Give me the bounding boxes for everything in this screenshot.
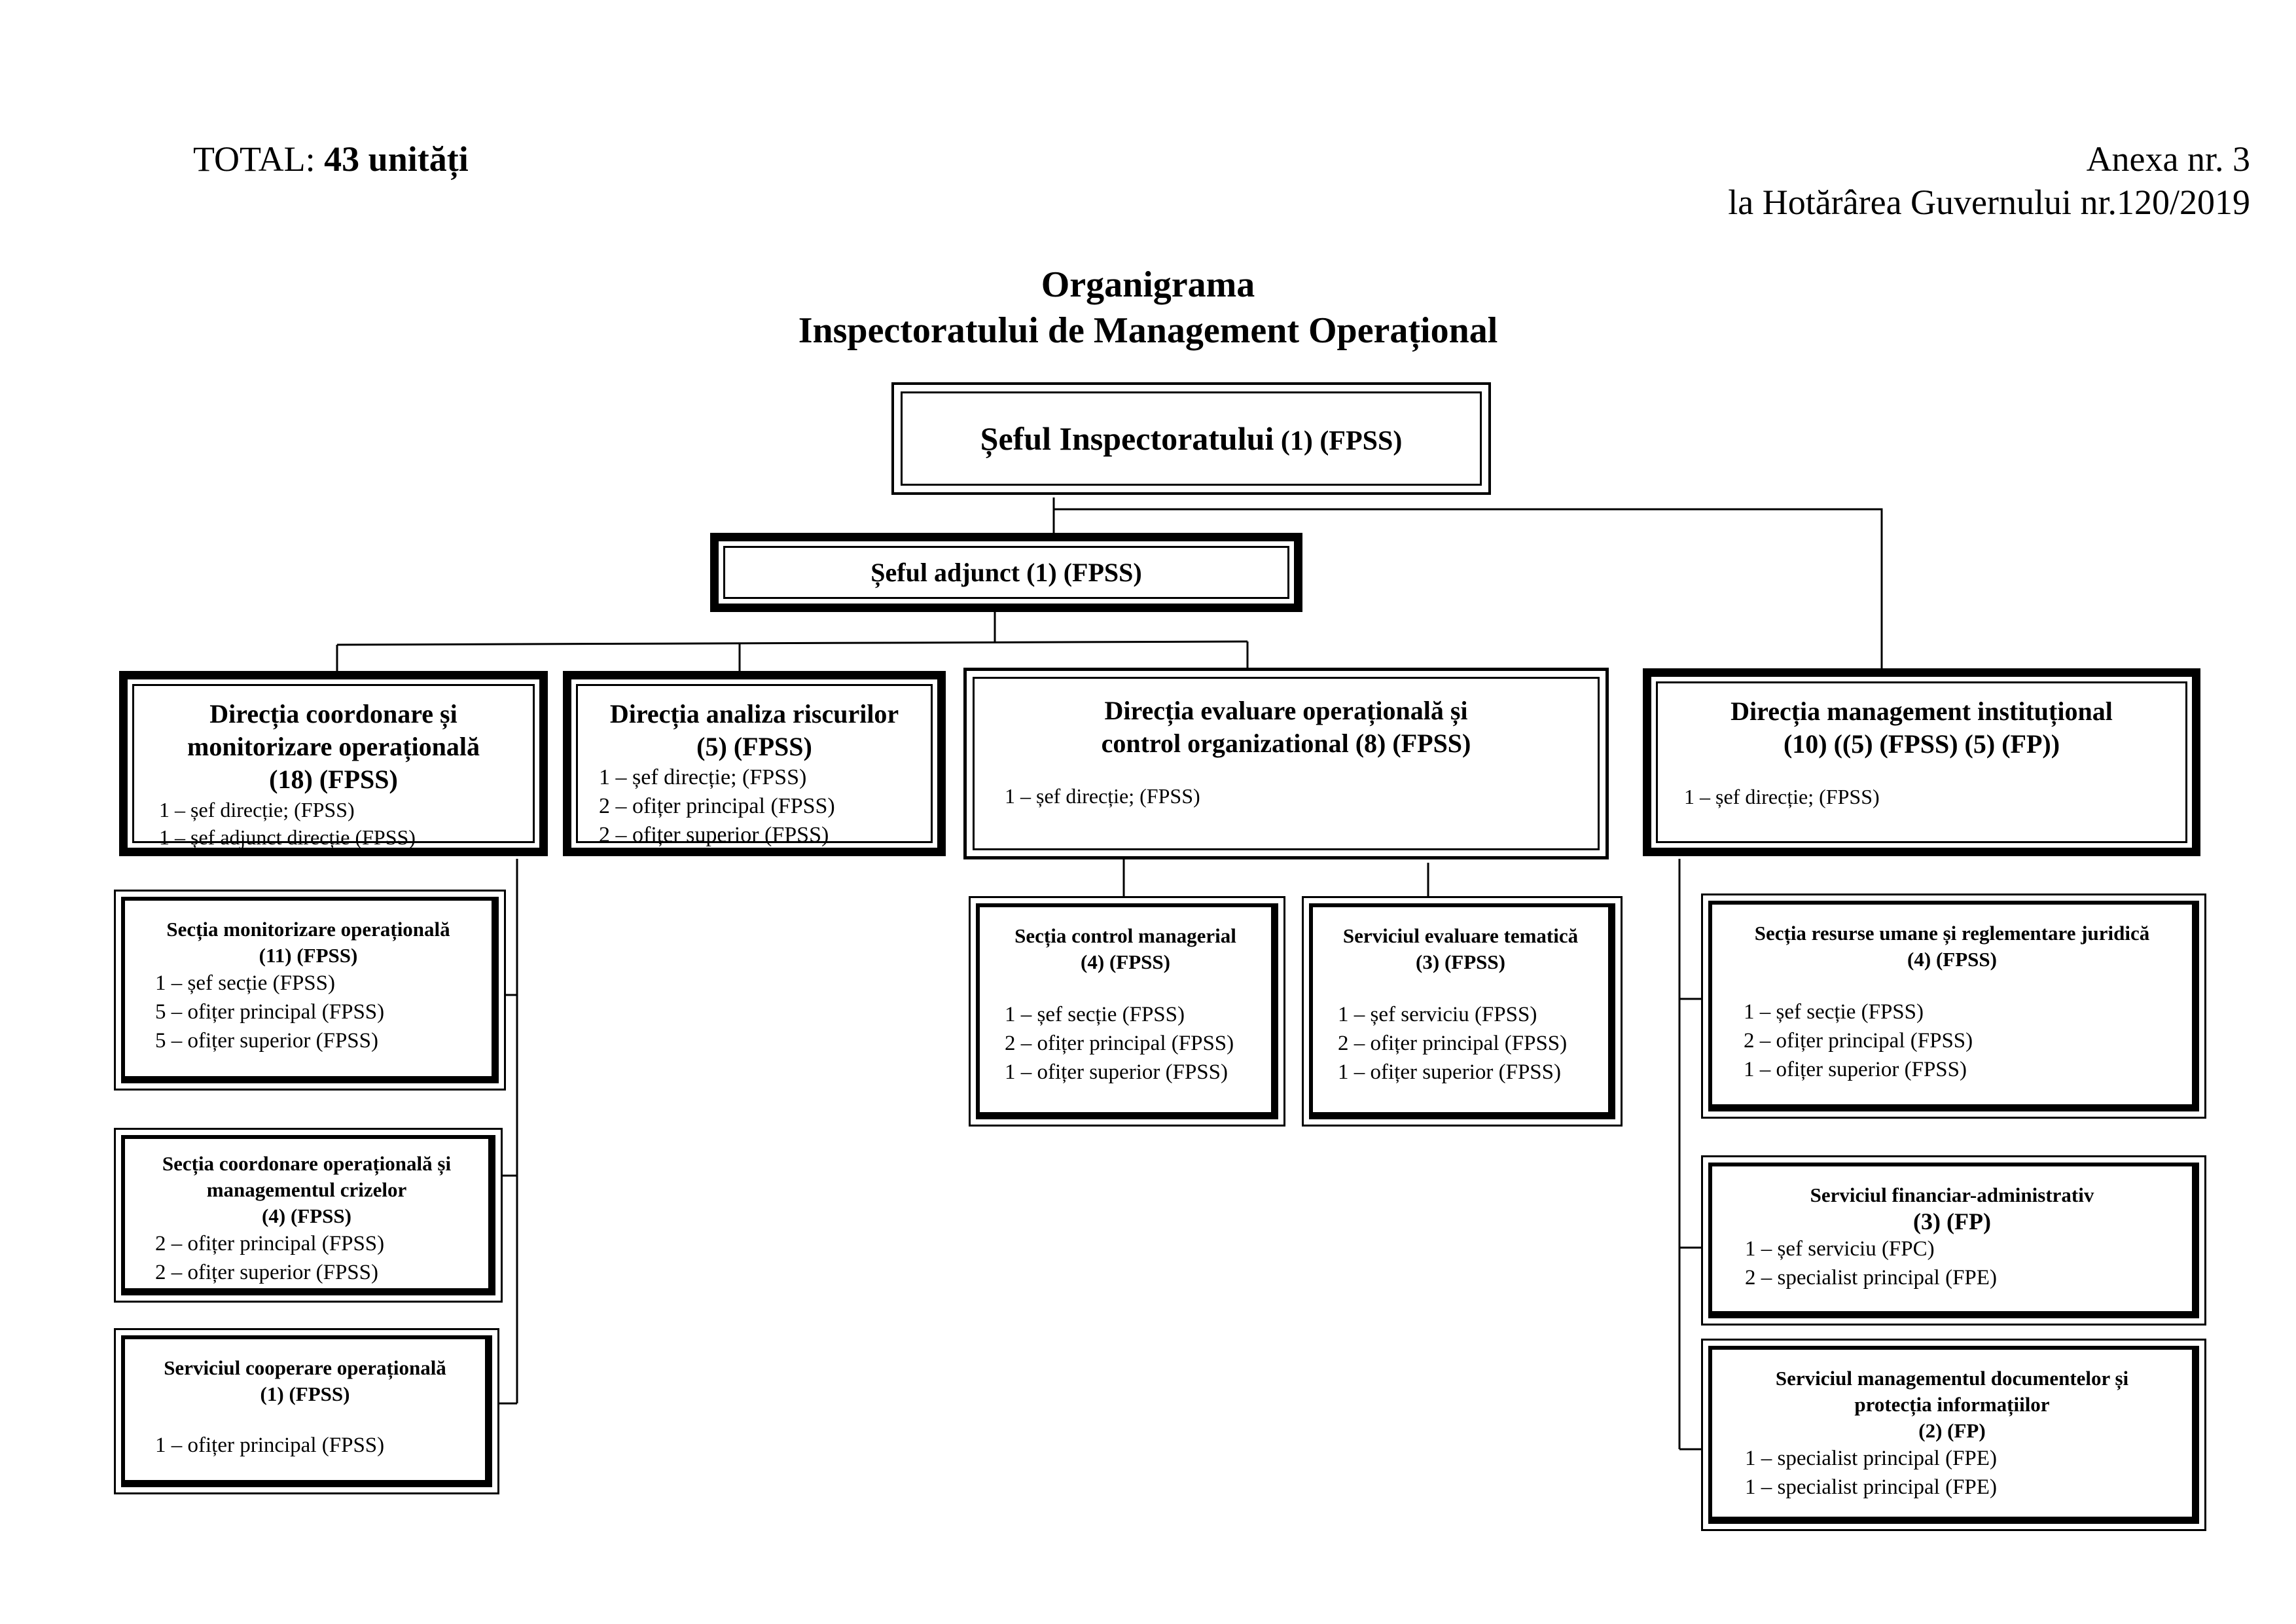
total-label: TOTAL: 43 unități — [193, 137, 469, 181]
section-title-line: Serviciul managementul documentelor și — [1775, 1367, 2129, 1390]
staff-line: 2 – ofițer principal (FPSS) — [599, 794, 835, 818]
service-evaluare-tematica: Serviciul evaluare tematică (3) (FPSS) 1… — [1309, 903, 1615, 1119]
directorate-title-line: control organizational (8) (FPSS) — [1101, 729, 1471, 758]
section-coordonare-operationala: Secția coordonare operațională și manage… — [121, 1135, 495, 1295]
connector-directorate-bus — [336, 640, 1248, 646]
section-title-line: (4) (FPSS) — [1081, 950, 1170, 973]
directorate-evaluare-control: Direcția evaluare operațională și contro… — [973, 677, 1600, 850]
section-title-line: Secția control managerial — [1014, 924, 1236, 947]
chief-title: Șeful Inspectoratului — [980, 420, 1274, 457]
directorate-title-line: Direcția analiza riscurilor — [609, 699, 899, 729]
annex-label: Anexa nr. 3 la Hotărârea Guvernului nr.1… — [1728, 137, 2250, 224]
section-title-line: (4) (FPSS) — [1907, 948, 1997, 971]
staff-line: 1 – specialist principal (FPE) — [1745, 1447, 1997, 1470]
directorate-coordonare-monitorizare: Direcția coordonare și monitorizare oper… — [119, 671, 548, 856]
section-title-line: (3) (FP) — [1913, 1208, 1991, 1235]
staff-line: 1 – șef secție (FPSS) — [1005, 1003, 1185, 1026]
service-managementul-documentelor: Serviciul managementul documentelor și p… — [1708, 1346, 2199, 1524]
section-title-line: Serviciul evaluare tematică — [1342, 924, 1579, 947]
section-title-line: Secția resurse umane și reglementare jur… — [1754, 922, 2150, 945]
staff-line: 1 – șef secție (FPSS) — [155, 971, 335, 995]
staff-line: 1 – ofițer principal (FPSS) — [155, 1434, 385, 1457]
total-value: 43 unități — [324, 139, 469, 179]
staff-line: 2 – ofițer principal (FPSS) — [155, 1232, 385, 1255]
directorate-title-line: (5) (FPSS) — [696, 732, 812, 761]
directorate-title-line: monitorizare operațională — [187, 732, 480, 761]
staff-line: 5 – ofițer superior (FPSS) — [155, 1029, 378, 1053]
staff-line: 2 – ofițer principal (FPSS) — [1744, 1029, 1973, 1053]
directorate-title-line: Direcția evaluare operațională și — [1104, 696, 1468, 725]
staff-line: 2 – ofițer superior (FPSS) — [155, 1261, 378, 1284]
total-prefix: TOTAL: — [193, 139, 325, 179]
service-financiar-administrativ: Serviciul financiar-administrativ (3) (F… — [1708, 1163, 2199, 1318]
staff-line: 1 – ofițer superior (FPSS) — [1005, 1060, 1228, 1084]
chart-title-line1: Organigrama — [1041, 264, 1255, 305]
staff-line: 1 – șef direcție; (FPSS) — [599, 765, 807, 789]
staff-line: 1 – șef serviciu (FPSS) — [1338, 1003, 1537, 1026]
section-monitorizare-operationala: Secția monitorizare operațională (11) (F… — [121, 897, 499, 1083]
directorate-title-line: (10) ((5) (FPSS) (5) (FP)) — [1783, 729, 2060, 759]
directorate-analiza-riscurilor: Direcția analiza riscurilor (5) (FPSS) 1… — [563, 671, 946, 856]
staff-line: 1 – specialist principal (FPE) — [1745, 1475, 1997, 1499]
section-title-line: Secția monitorizare operațională — [166, 918, 450, 941]
staff-line: 5 – ofițer principal (FPSS) — [155, 1000, 385, 1024]
directorate-title-line: Direcția management instituțional — [1731, 696, 2113, 726]
section-title-line: (1) (FPSS) — [260, 1382, 350, 1405]
staff-line: 2 – ofițer principal (FPSS) — [1338, 1032, 1568, 1055]
staff-line: 1 – ofițer superior (FPSS) — [1338, 1060, 1561, 1084]
service-cooperare-operationala: Serviciul cooperare operațională (1) (FP… — [121, 1335, 492, 1487]
staff-line: 1 – șef secție (FPSS) — [1744, 1000, 1924, 1024]
section-title-line: Secția coordonare operațională și — [162, 1152, 452, 1175]
staff-line: 1 – ofițer superior (FPSS) — [1744, 1058, 1967, 1081]
staff-line: 1 – șef direcție; (FPSS) — [1684, 785, 1880, 808]
staff-line: 1 – șef direcție; (FPSS) — [1005, 784, 1200, 808]
staff-line: 2 – ofițer superior (FPSS) — [599, 823, 829, 847]
chief-box: Șeful Inspectoratului (1) (FPSS) — [901, 391, 1482, 486]
section-resurse-umane: Secția resurse umane și reglementare jur… — [1708, 901, 2199, 1111]
section-title-line: protecția informațiilor — [1854, 1393, 2050, 1416]
deputy-title: Șeful adjunct (1) (FPSS) — [870, 558, 1142, 587]
section-title-line: (11) (FPSS) — [259, 944, 358, 967]
section-title-line: (2) (FP) — [1918, 1419, 1986, 1442]
section-title-line: managementul crizelor — [206, 1178, 407, 1201]
section-control-managerial: Secția control managerial (4) (FPSS) 1 –… — [976, 903, 1278, 1119]
staff-line: 1 – șef adjunct direcție (FPSS) — [159, 825, 416, 849]
staff-line: 2 – specialist principal (FPE) — [1745, 1266, 1997, 1290]
directorate-title-line: Direcția coordonare și — [209, 699, 457, 729]
chart-title-line2: Inspectoratului de Management Operaționa… — [798, 310, 1498, 351]
deputy-box: Șeful adjunct (1) (FPSS) — [710, 533, 1302, 612]
annex-number: Anexa nr. 3 — [2086, 139, 2250, 179]
section-title-line: (3) (FPSS) — [1416, 950, 1505, 973]
chief-count: (1) (FPSS) — [1274, 426, 1403, 456]
staff-line: 1 – șef serviciu (FPC) — [1745, 1237, 1935, 1261]
section-title-line: Serviciul financiar-administrativ — [1810, 1183, 2094, 1206]
directorate-management-institutional: Direcția management instituțional (10) (… — [1643, 668, 2200, 856]
section-title-line: (4) (FPSS) — [262, 1204, 351, 1227]
directorate-title-line: (18) (FPSS) — [269, 765, 398, 794]
section-title-line: Serviciul cooperare operațională — [164, 1356, 446, 1379]
annex-decision: la Hotărârea Guvernului nr.120/2019 — [1728, 183, 2250, 222]
staff-line: 1 – șef direcție; (FPSS) — [159, 798, 355, 821]
staff-line: 2 – ofițer principal (FPSS) — [1005, 1032, 1234, 1055]
